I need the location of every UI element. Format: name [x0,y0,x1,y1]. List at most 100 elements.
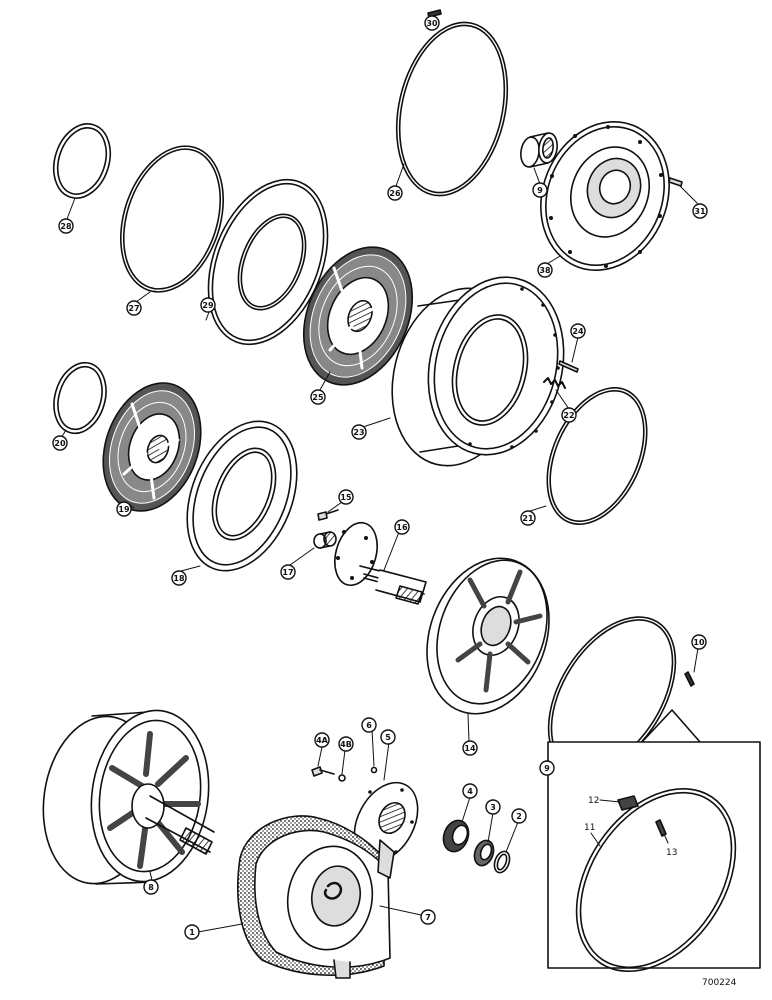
part-21-ring [546,387,648,525]
part-6-callout: 6 [361,717,377,733]
part-8-callout-text: 8 [148,883,154,892]
part-15-callout-text: 15 [340,493,352,502]
part-10-callout-text: 10 [693,638,705,647]
part-12-label: 12 [588,796,599,806]
part-21-callout: 21 [520,510,536,526]
part-20-callout-text: 20 [54,439,66,448]
part-10-callout-circle [691,634,707,650]
part-30-callout: 30 [424,15,440,31]
part-25-callout-text: 25 [312,393,324,402]
part-30-callout-text: 30 [426,19,438,28]
part-4b-callout-circle [338,736,354,752]
part-14-callout-circle [462,740,478,756]
part-20-callout-circle [52,435,68,451]
part-22-callout-text: 22 [563,411,574,420]
part-21-callout-circle [520,510,536,526]
part-5-callout: 5 [380,729,396,745]
part-28-callout: 28 [58,218,74,234]
inset-detail-box [547,709,761,973]
part-8-callout-circle [143,879,159,895]
part-4-callout: 4 [462,783,478,799]
part-4-callout-text: 4 [467,787,473,796]
part-27-callout: 27 [126,300,142,316]
part-23-callout-text: 23 [353,428,364,437]
part-4-bearing [442,819,470,853]
part-19-callout-text: 19 [118,505,130,514]
part-38-callout-text: 38 [539,266,551,275]
part-30-callout-circle [424,15,440,31]
part-18-callout-circle [171,570,187,586]
part-20-callout: 20 [52,435,68,451]
part-4a-callout-text: 4A [316,736,329,745]
part-29-callout-circle [200,297,216,313]
part-7-pump-housing [254,829,395,979]
part-26-pressure-plate [207,178,329,346]
part-17-bushing [313,531,337,549]
part-28-seal-ring [52,123,112,199]
part-5-callout-circle [380,729,396,745]
part-7-callout-circle [420,909,436,925]
part-2-callout-text: 2 [516,812,522,821]
part-27-callout-text: 27 [128,304,139,313]
part-15-callout-circle [338,489,354,505]
part-24-callout-circle [570,323,586,339]
part-14-callout: 14 [462,740,478,756]
part-6-callout-text: 6 [366,721,372,730]
part-13-label: 13 [666,848,677,858]
part-23-callout: 23 [351,424,367,440]
part-15-bolt [317,509,339,521]
part-22-spring [543,377,566,389]
part-38-dowel-pin [668,177,683,187]
part-2-callout: 2 [511,808,527,824]
part-24-callout: 24 [570,323,586,339]
part-31-callout-circle [692,203,708,219]
part-14-callout-text: 14 [464,744,476,753]
part-4-callout-circle [462,783,478,799]
part-25-callout-circle [310,389,326,405]
part-2-snap-ring [493,850,511,874]
part-38-callout: 38 [537,262,553,278]
part-19-clutch-disc [102,382,202,512]
part-1-callout-text: 1 [189,928,195,937]
part-28-callout-text: 28 [60,222,72,231]
part-31-callout: 31 [692,203,708,219]
part-9-top-callout-circle [532,182,548,198]
part-20-seal-ring [53,361,107,435]
part-8-drum-and-shaft [42,709,215,885]
part-3-callout: 3 [485,799,501,815]
figure-id: 700224 [702,978,737,988]
part-28-callout-circle [58,218,74,234]
part-17-callout-text: 17 [282,568,293,577]
part-16-callout: 16 [394,519,410,535]
part-1-callout: 1 [184,924,200,940]
part-18-callout-text: 18 [173,574,185,583]
part-6-callout-circle [361,717,377,733]
part-6-ball [370,766,378,774]
part-5-callout-text: 5 [385,733,391,742]
part-29-callout: 29 [200,297,216,313]
part-4b-washer [338,774,346,782]
part-1-callout-circle [184,924,200,940]
part-24-pin [558,360,579,373]
part-10-callout: 10 [691,634,707,650]
part-9-bottom-callout-circle [539,760,555,776]
part-4b-callout: 4B [338,736,354,752]
part-2-callout-circle [511,808,527,824]
part-25-callout: 25 [310,389,326,405]
part-9-bottom-callout-text: 9 [544,764,550,773]
part-3-seal [473,839,495,867]
part-15-callout: 15 [338,489,354,505]
part-19-callout: 19 [116,501,132,517]
part-31-needle-bearing [520,132,558,168]
part-16-callout-text: 16 [396,523,408,532]
part-4b-callout-text: 4B [340,740,352,749]
part-9-top-callout-text: 9 [537,186,543,195]
part-8-callout: 8 [143,879,159,895]
part-26-callout-text: 26 [389,189,401,198]
part-22-callout: 22 [561,407,577,423]
part-23-clutch-drum [391,276,565,467]
part-3-callout-text: 3 [490,803,496,812]
part-29-cover-plate [540,121,670,271]
